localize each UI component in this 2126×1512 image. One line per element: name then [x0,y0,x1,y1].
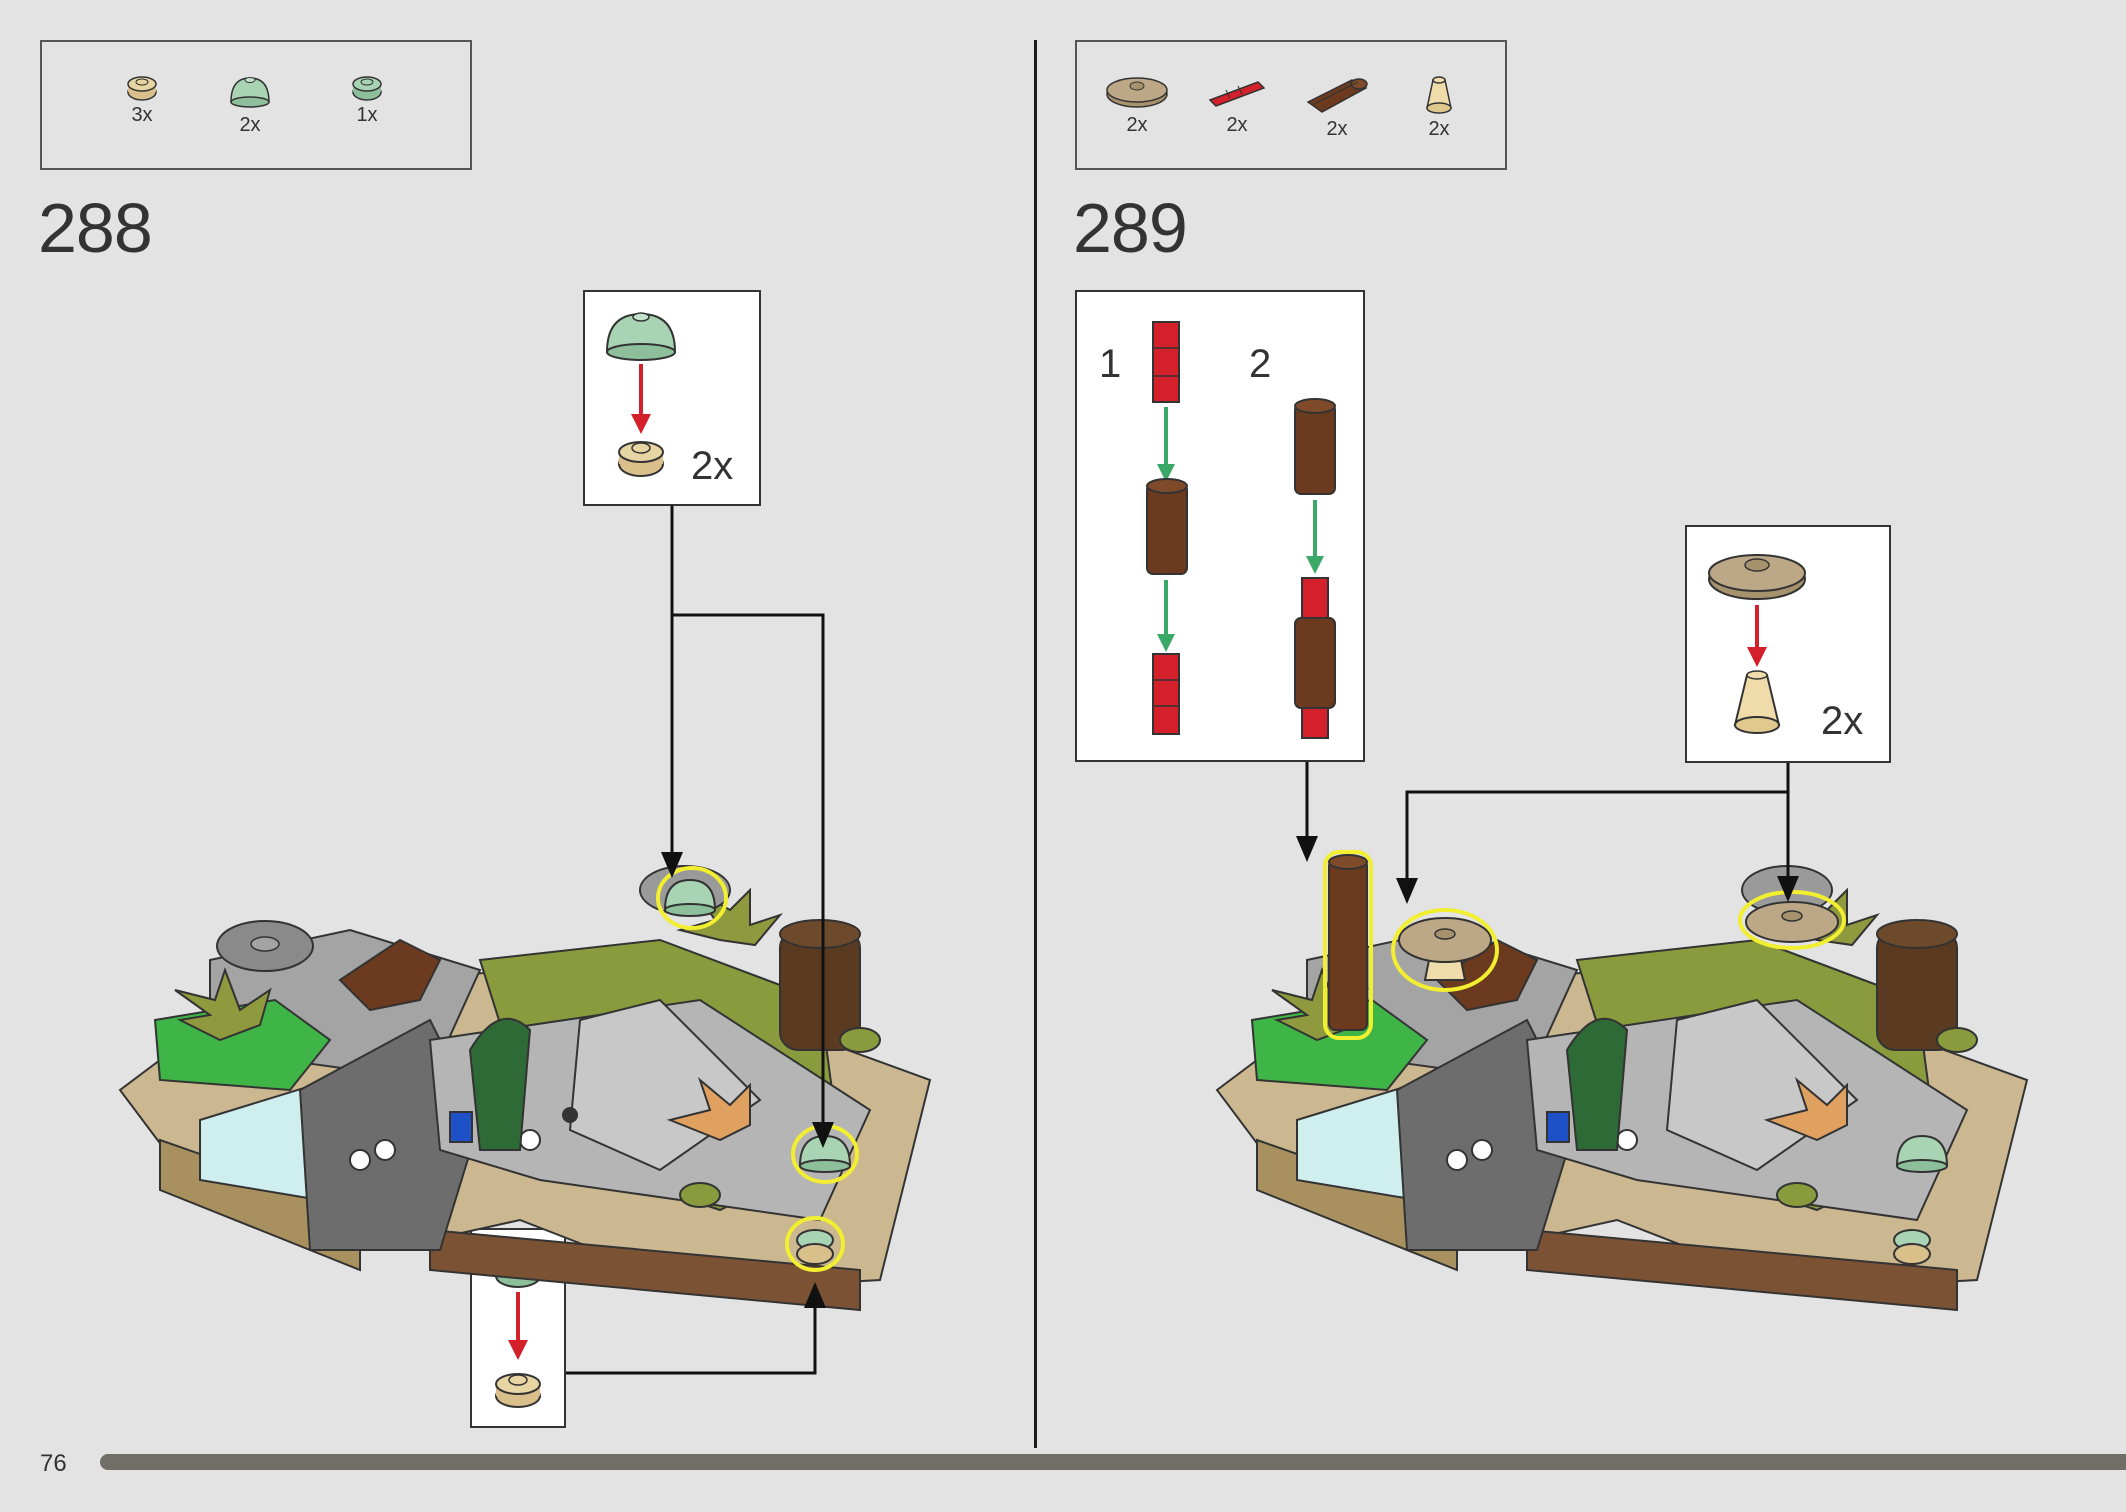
reddish-brown-log-brick-icon [1306,78,1368,113]
dome-on-plate-diagram [605,312,677,477]
part-qty: 2x [1326,118,1348,140]
log-axle-diagram [1146,321,1336,739]
dark-tan-dish-icon [1106,77,1168,108]
page-number: 76 [40,1450,67,1477]
part-qty: 2x [239,114,261,136]
model-289 [1215,850,2029,1312]
step-number-289: 289 [1073,189,1188,267]
part-reddish-brown-log-brick: 2x [1297,72,1377,141]
red-axle-icon [1208,81,1266,107]
left-page: 3x 2x 1x 288 [0,0,1035,1512]
right-page: 2x 2x 2x 2x 289 [1037,0,2126,1512]
progress-fill [100,1454,2126,1470]
part-tan-cone: 2x [1399,72,1479,141]
callout-log-axle: 1 2 [1075,290,1365,762]
sand-green-dome-icon [230,77,270,108]
page-divider [1034,40,1037,1448]
part-sand-green-dome: 2x [210,72,290,137]
sand-green-round-plate-icon [352,76,382,101]
tan-cone-icon [1426,76,1452,114]
parts-list-289: 2x 2x 2x 2x [1075,40,1507,170]
part-qty: 3x [131,104,153,126]
progress-bar [100,1454,2126,1470]
part-qty: 2x [1428,118,1450,140]
callout-multiplier: 2x [1821,699,1864,743]
part-qty: 1x [356,104,378,126]
dish-on-cone-diagram [1708,554,1806,734]
part-dark-tan-dish: 2x [1097,72,1177,137]
part-qty: 2x [1226,114,1248,136]
callout-dish-on-cone: 2x [1685,525,1891,763]
model-288 [118,865,932,1312]
step-number-288: 288 [38,189,153,267]
sub-step-1: 1 [1099,342,1122,386]
part-red-axle: 2x [1197,72,1277,137]
sub-step-2: 2 [1249,342,1272,386]
callout-dome-on-plate: 2x [583,290,761,506]
part-tan-round-plate: 3x [102,72,182,127]
part-sand-green-round-plate: 1x [327,72,407,127]
parts-list-288: 3x 2x 1x [40,40,472,170]
callout-multiplier: 2x [691,444,734,488]
tan-round-plate-icon [127,76,157,101]
part-qty: 2x [1126,114,1148,136]
